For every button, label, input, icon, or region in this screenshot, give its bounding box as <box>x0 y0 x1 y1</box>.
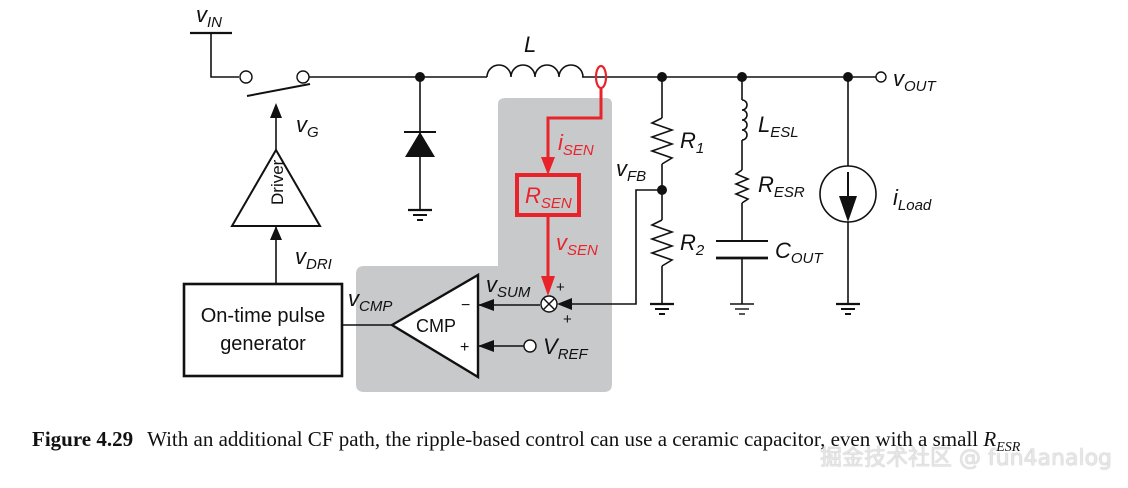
vcmp-label: vCMP <box>348 286 392 315</box>
rsen-label: RSEN <box>525 183 572 212</box>
cout-label: COUT <box>775 238 824 267</box>
pulse-generator-line1: On-time pulse <box>201 305 326 327</box>
junction-dot <box>843 72 853 82</box>
load-arrow <box>839 196 857 222</box>
comparator-label: CMP <box>416 316 456 336</box>
vsum-arrow <box>478 299 494 311</box>
r1-label: R1 <box>680 128 704 157</box>
vg-label: vG <box>296 112 319 141</box>
vin-label: vIN <box>196 2 222 31</box>
r2-label: R2 <box>680 230 705 259</box>
driver-label: Driver <box>268 159 287 205</box>
caption-text: With an additional CF path, the ripple-b… <box>147 427 984 451</box>
diode <box>405 132 435 157</box>
iload-label: iLoad <box>893 185 932 214</box>
vfb-arrow <box>557 298 572 310</box>
resr-label: RESR <box>758 172 805 201</box>
driver-buffer <box>230 148 322 227</box>
vfb-label: vFB <box>616 156 646 185</box>
pulse-generator-line2: generator <box>220 333 306 355</box>
vsen-label: vSEN <box>556 230 598 259</box>
isen-label: iSEN <box>558 130 594 159</box>
switch-terminal-right <box>296 70 310 84</box>
vsum-label: vSUM <box>486 272 531 301</box>
vdri-arrow <box>270 226 282 240</box>
sum-plus-bottom: + <box>563 311 572 328</box>
cmp-minus-sign: − <box>461 297 470 314</box>
watermark: 掘金技术社区 @ fun4analog <box>819 446 1112 471</box>
vout-terminal <box>875 71 887 83</box>
isen-arrow <box>541 157 555 175</box>
vdri-label: vDRI <box>295 244 332 273</box>
caption-resr: RESR <box>983 427 1021 455</box>
figure-number: Figure 4.29 <box>32 427 134 451</box>
vout-label: vOUT <box>893 66 938 95</box>
junction-dot <box>415 72 425 82</box>
sum-plus-top: + <box>556 279 565 296</box>
junction-dot <box>657 72 667 82</box>
vref-terminal <box>523 339 537 353</box>
vref-label: VREF <box>543 334 589 363</box>
vg-arrow <box>270 103 282 118</box>
switch-terminal-left <box>239 70 253 84</box>
vsen-arrow <box>541 276 555 296</box>
cmp-plus-sign: + <box>460 339 469 356</box>
junction-dot <box>737 72 747 82</box>
figure-caption: Figure 4.29 With an additional CF path, t… <box>32 424 1112 463</box>
vref-arrow <box>478 340 494 352</box>
inductor-label: L <box>524 32 536 57</box>
junction-dot <box>657 185 667 195</box>
lesl-label: LESL <box>758 112 799 141</box>
